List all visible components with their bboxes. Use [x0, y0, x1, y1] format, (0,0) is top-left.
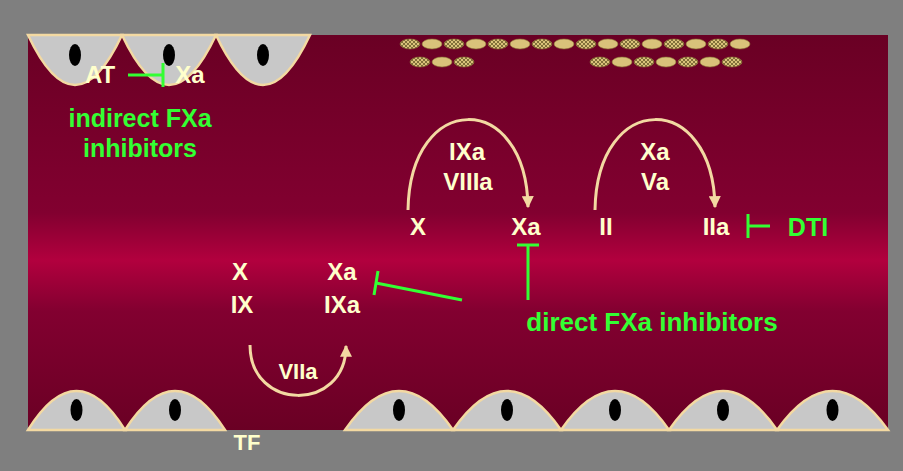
inhibition-line: [747, 214, 750, 238]
activation-arrow: [250, 120, 715, 396]
endothelial-cell: [717, 399, 729, 421]
platelet: [612, 57, 632, 67]
platelet: [532, 39, 552, 49]
activation-arrow: [250, 345, 346, 395]
endothelial-cell: [28, 391, 125, 430]
inhibition-line: [162, 63, 165, 87]
inhibitor-label: DTI: [788, 212, 828, 242]
endothelial-cell: [453, 391, 561, 430]
endothelial-cell: [453, 391, 561, 430]
endothelial-cell: [216, 35, 310, 85]
cofactor-label: VIIa: [278, 359, 317, 385]
platelet: [454, 57, 474, 67]
endothelial-cell: [71, 399, 83, 421]
platelet: [400, 39, 420, 49]
inhibition-line: [527, 245, 530, 300]
platelet: [700, 57, 720, 67]
platelet: [656, 57, 676, 67]
platelet: [466, 39, 486, 49]
inhibitor-label: direct FXa inhibitors: [526, 307, 777, 338]
endothelial-cell: [69, 44, 81, 66]
inhibition-line: [128, 74, 163, 77]
platelet: [634, 57, 654, 67]
platelet: [730, 39, 750, 49]
endothelial-cell: [28, 391, 888, 430]
factor-label: IX: [231, 291, 254, 320]
endothelial-cell: [125, 391, 225, 430]
endothelial-cell: [827, 399, 839, 421]
endothelial-cell: [561, 391, 669, 430]
endothelial-cell: [169, 399, 181, 421]
platelet: [576, 39, 596, 49]
platelet: [664, 39, 684, 49]
inhibition-line: [128, 63, 770, 300]
factor-label: X: [232, 258, 248, 287]
inhibition-line: [376, 283, 462, 300]
factor-label: IIa: [703, 213, 730, 242]
endothelial-cell: [609, 399, 621, 421]
platelet: [400, 39, 750, 67]
endothelial-cell: [777, 391, 888, 430]
factor-label: AT: [85, 61, 115, 90]
endothelial-cell: [257, 44, 269, 66]
endothelial-cell: [669, 391, 777, 430]
factor-label: X: [410, 213, 426, 242]
platelet: [686, 39, 706, 49]
inhibition-line: [517, 244, 539, 247]
factor-label: Xa: [327, 258, 356, 287]
endothelial-cell: [345, 391, 453, 430]
endothelial-cell: [216, 35, 310, 85]
cofactor-label: VIIIa: [443, 168, 492, 197]
platelet: [722, 57, 742, 67]
activation-arrow: [595, 120, 715, 210]
factor-label: Xa: [511, 213, 540, 242]
platelet: [590, 57, 610, 67]
cofactor-label: IXa: [449, 138, 485, 167]
vessel-lumen: [28, 35, 888, 430]
endothelial-cell: [345, 391, 453, 430]
endothelial-cell: [669, 391, 777, 430]
inhibitor-label: indirect FXa inhibitors: [40, 103, 240, 163]
platelet: [678, 57, 698, 67]
cofactor-label: Va: [641, 168, 669, 197]
inhibition-line: [374, 271, 378, 295]
platelet: [444, 39, 464, 49]
platelet: [422, 39, 442, 49]
cofactor-label: Xa: [640, 138, 669, 167]
factor-label: II: [599, 213, 612, 242]
factor-label: TF: [234, 430, 261, 456]
endothelial-cell: [163, 44, 175, 66]
platelet: [708, 39, 728, 49]
platelet: [598, 39, 618, 49]
endothelial-cell: [28, 391, 125, 430]
endothelial-cell: [561, 391, 669, 430]
platelet: [432, 57, 452, 67]
endothelial-cell: [501, 399, 513, 421]
activation-arrow: [408, 120, 528, 210]
inhibition-line: [748, 225, 770, 228]
platelet: [488, 39, 508, 49]
factor-label: Xa: [175, 61, 204, 90]
platelet: [510, 39, 530, 49]
endothelial-cell: [28, 35, 310, 85]
factor-label: IXa: [324, 291, 360, 320]
endothelial-cell: [777, 391, 888, 430]
platelet: [410, 57, 430, 67]
platelet: [620, 39, 640, 49]
endothelial-cell: [125, 391, 225, 430]
platelet: [554, 39, 574, 49]
platelet: [642, 39, 662, 49]
endothelial-cell: [393, 399, 405, 421]
